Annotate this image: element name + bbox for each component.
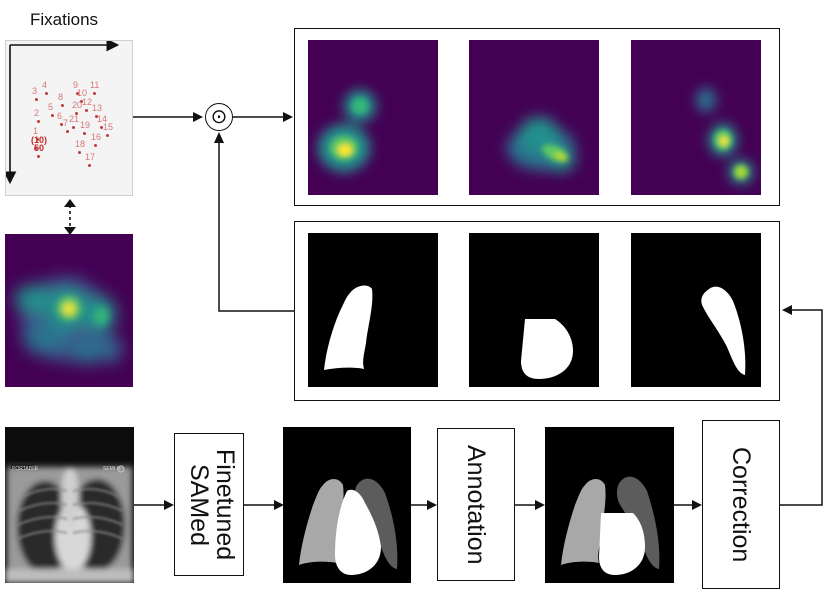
fixation-label: 50: [34, 143, 45, 153]
fixation-point: [34, 147, 37, 150]
fixation-point: [78, 151, 81, 154]
fixation-axes: [6, 41, 120, 185]
chest-xray-image: PORTABLE SEMI UP: [5, 427, 134, 583]
fixation-label: 13: [92, 103, 103, 113]
fixation-label: 10: [77, 88, 88, 98]
arrow-annotated-to-correction: [674, 500, 702, 510]
arrow-fixations-to-product: [133, 112, 203, 122]
fixation-label: 3: [32, 86, 38, 96]
fixation-heatmap: [5, 234, 133, 387]
fixation-label: 9: [73, 80, 79, 90]
fixation-label: 5: [48, 102, 54, 112]
fixation-point: [35, 98, 38, 101]
fixation-heatmap-link-arrow: [64, 199, 76, 235]
arrow-annotation-to-annotated: [515, 500, 545, 510]
fixation-label: 18: [75, 139, 86, 149]
fixation-point: [51, 114, 54, 117]
fixation-point: [75, 112, 78, 115]
fixation-label: (10): [31, 135, 48, 145]
weighted-heatmap-1: [308, 40, 438, 195]
fixation-label: 7: [63, 118, 69, 128]
arrow-correction-to-masks: [780, 305, 823, 506]
fixation-point: [106, 134, 109, 137]
fixation-label: 19: [80, 120, 91, 130]
fixation-point: [93, 92, 96, 95]
fixation-point: [100, 126, 103, 129]
predicted-segmentation: [283, 427, 411, 583]
fixations-title: Fixations: [30, 10, 99, 29]
mask-left-lung: [631, 233, 761, 387]
fixation-point: [94, 144, 97, 147]
fixation-point: [61, 104, 64, 107]
fixation-label: 21: [69, 114, 80, 124]
fixation-label: 2: [34, 108, 40, 118]
annotation-box: Annotation: [437, 428, 515, 581]
fixation-point: [85, 109, 88, 112]
weighted-heatmap-2: [469, 40, 599, 195]
fixation-label: 4: [42, 80, 48, 90]
elementwise-product-operator: ⊙: [205, 103, 233, 131]
annotation-label: Annotation: [462, 444, 491, 565]
weighted-heatmap-3: [631, 40, 761, 195]
arrow-model-to-prediction: [244, 500, 284, 510]
fixation-label: 1: [33, 126, 39, 136]
fixation-label: 8: [58, 92, 64, 102]
fixation-label: 12: [82, 97, 93, 107]
correction-label: Correction: [727, 446, 756, 563]
fixation-point: [83, 132, 86, 135]
xray-left-marker: PORTABLE: [12, 466, 39, 472]
fixation-point: [95, 115, 98, 118]
fixation-label: 20: [72, 100, 83, 110]
fixation-label: 11: [90, 80, 100, 90]
fixation-point: [80, 100, 83, 103]
arrow-prediction-to-annotation: [411, 500, 437, 510]
arrow-product-to-heatmaps: [233, 112, 293, 122]
fixation-label: 17: [85, 152, 96, 162]
fixation-label: 16: [91, 132, 102, 142]
fixation-point: [72, 126, 75, 129]
fixation-point: [76, 92, 79, 95]
fixation-label: 14: [97, 114, 108, 124]
arrow-masks-to-product: [214, 132, 298, 312]
fixation-point: [66, 130, 69, 133]
correction-box: Correction: [702, 420, 780, 589]
fixation-label: 15: [103, 122, 114, 132]
fixation-point: [60, 123, 63, 126]
fixation-point: [88, 164, 91, 167]
arrow-xray-to-model: [134, 500, 174, 510]
finetuned-samed-box: Finetuned SAMed: [174, 433, 244, 576]
fixation-point: [36, 138, 39, 141]
xray-right-marker: SEMI UP: [103, 466, 124, 472]
annotated-segmentation: [545, 427, 674, 583]
mask-heart: [469, 233, 599, 387]
fixation-point: [37, 155, 40, 158]
finetuned-samed-label: Finetuned SAMed: [184, 448, 239, 561]
product-symbol: ⊙: [210, 106, 228, 128]
fixation-point: [45, 92, 48, 95]
fixation-point: [37, 120, 40, 123]
fixation-label: 6: [57, 111, 63, 121]
mask-right-lung: [308, 233, 438, 387]
